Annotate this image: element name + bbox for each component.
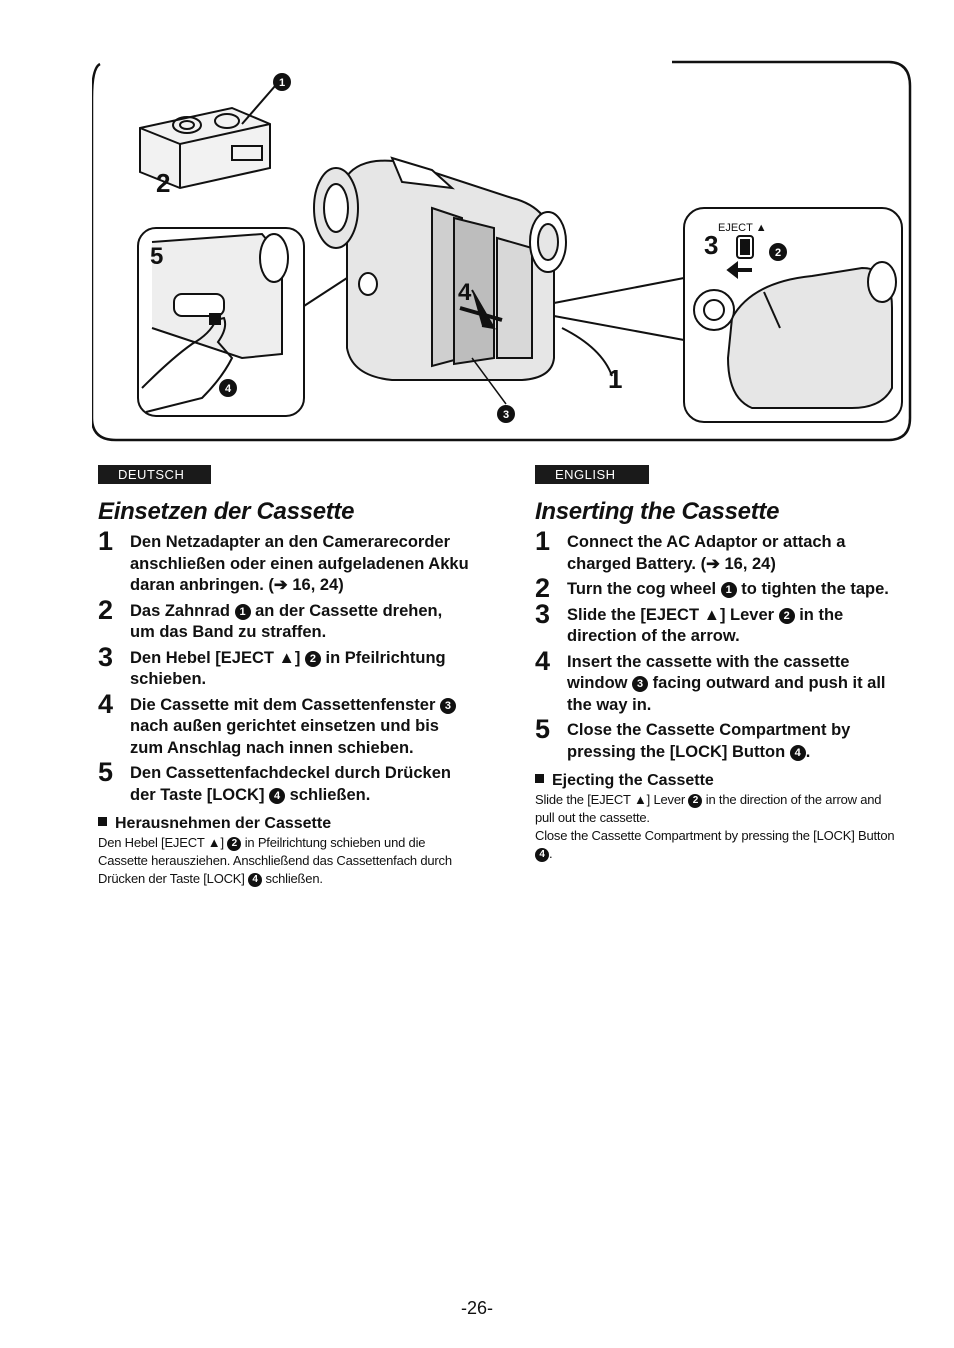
step-number: 4 <box>535 645 551 676</box>
figure-label-2: 2 <box>156 168 170 198</box>
marker-2: 2 <box>227 837 242 851</box>
deutsch-eject-note: Den Hebel [EJECT ▲] 2 in Pfeilrichtung s… <box>98 834 470 888</box>
deutsch-column: Einsetzen der Cassette 1 Den Netzadapter… <box>98 498 470 888</box>
text-run: schließen. <box>262 871 323 886</box>
cassette-insertion-illustration: 2 5 4 1 3 EJECT ▲ 1 2 3 4 <box>92 60 912 442</box>
step-number: 3 <box>535 598 551 629</box>
deutsch-step-4: 4 Die Cassette mit dem Cassettenfenster … <box>98 688 470 760</box>
marker-2: 2 <box>688 794 703 808</box>
english-tag: ENGLISH <box>535 465 649 484</box>
marker-1: 1 <box>234 603 251 620</box>
text-run: Connect the AC Adaptor or attach a charg… <box>567 533 846 573</box>
text-run: Insert the cassette with the cassette wi… <box>567 652 850 693</box>
marker-1: 1 <box>720 582 737 598</box>
text-run: Slide the [EJECT ▲] Lever <box>567 605 779 624</box>
step-number: 2 <box>535 573 551 603</box>
text-run: in Pfeilrichtung schieben. <box>130 648 446 689</box>
eject-lever-inset-drawing <box>693 235 897 409</box>
text-run: Den Hebel [EJECT ▲] <box>98 835 228 850</box>
bullet-square-icon <box>98 817 107 826</box>
english-eject-heading: Ejecting the Cassette <box>535 771 897 791</box>
text-run: Ejecting the Cassette <box>552 772 714 789</box>
step-text: Den Cassettenfachdeckel durch Drücken de… <box>130 763 470 806</box>
step-text: Slide the [EJECT ▲] Lever 2 in the direc… <box>567 605 897 648</box>
english-step-5: 5 Close the Cassette Compartment by pres… <box>535 714 897 763</box>
figure-marker-1: 1 <box>279 77 285 89</box>
text-run: . <box>805 742 811 761</box>
text-run: . <box>549 846 553 861</box>
step-number: 3 <box>98 641 114 672</box>
step-number: 5 <box>535 714 551 744</box>
step-text: Die Cassette mit dem Cassettenfenster 3 … <box>130 695 470 760</box>
deutsch-tag: DEUTSCH <box>98 465 211 484</box>
deutsch-title: Einsetzen der Cassette <box>98 498 355 525</box>
step-number: 1 <box>535 526 551 556</box>
step-number: 5 <box>98 757 114 787</box>
step-number: 4 <box>98 688 114 719</box>
step-text: Connect the AC Adaptor or attach a charg… <box>567 532 897 575</box>
figure-label-1: 1 <box>608 364 622 394</box>
step-number: 1 <box>98 526 114 556</box>
marker-2: 2 <box>778 607 795 624</box>
deutsch-step-1: 1 Den Netzadapter an den Camerarecorder … <box>98 526 470 597</box>
deutsch-step-3: 3 Den Hebel [EJECT ▲] 2 in Pfeilrichtung… <box>98 641 470 691</box>
step-text: Den Hebel [EJECT ▲] 2 in Pfeilrichtung s… <box>130 648 470 691</box>
text-run: Slide the [EJECT ▲] Lever <box>535 792 689 807</box>
camcorder-center-drawing <box>313 156 567 381</box>
page-number: -26- <box>460 1298 493 1318</box>
text-run: schließen. <box>285 785 371 804</box>
deutsch-step-2: 2 Das Zahnrad 1 an der Cassette drehen, … <box>98 594 470 644</box>
english-step-2: 2 Turn the cog wheel 1 to tighten the ta… <box>535 573 897 603</box>
marker-2: 2 <box>304 650 321 667</box>
figure-eject-label: EJECT ▲ <box>718 222 767 234</box>
english-title: Inserting the Cassette <box>535 498 780 525</box>
english-step-4: 4 Insert the cassette with the cassette … <box>535 645 897 717</box>
step-text: Insert the cassette with the cassette wi… <box>567 652 897 717</box>
english-eject-note: Slide the [EJECT ▲] Lever 2 in the direc… <box>535 791 897 863</box>
text-run: an der Cassette drehen, um das Band zu s… <box>130 601 443 642</box>
text-run: in Pfeilrichtung schieben und die Casset… <box>98 835 452 886</box>
figure-label-5: 5 <box>150 243 163 270</box>
figure-label-3: 3 <box>704 230 718 260</box>
step-text: Close the Cassette Compartment by pressi… <box>567 720 897 763</box>
text-run: Die Cassette mit dem Cassettenfenster <box>130 695 440 714</box>
text-run: Den Netzadapter an den Camerarecorder an… <box>130 533 469 594</box>
text-run: Close the Cassette Compartment by pressi… <box>567 721 851 761</box>
english-step-3: 3 Slide the [EJECT ▲] Lever 2 in the dir… <box>535 598 897 648</box>
figure-marker-2: 2 <box>775 247 781 259</box>
text-run: facing outward and push it all the way i… <box>567 674 886 714</box>
figure-label-4: 4 <box>458 279 472 306</box>
text-run: Turn the cog wheel <box>567 580 721 598</box>
text-run: Herausnehmen der Cassette <box>115 815 332 832</box>
marker-4: 4 <box>789 744 806 761</box>
deutsch-step-5: 5 Den Cassettenfachdeckel durch Drücken … <box>98 757 470 806</box>
lock-button-inset-drawing <box>141 232 289 413</box>
marker-4: 4 <box>269 787 286 804</box>
deutsch-eject-heading: Herausnehmen der Cassette <box>98 814 470 834</box>
marker-4: 4 <box>535 848 549 862</box>
figure-marker-3: 3 <box>503 409 509 421</box>
text-run: Den Cassettenfachdeckel durch Drücken de… <box>130 764 451 804</box>
step-text: Turn the cog wheel 1 to tighten the tape… <box>567 579 889 601</box>
step-number: 2 <box>98 594 114 625</box>
text-run: Das Zahnrad <box>130 601 235 620</box>
figure-marker-4: 4 <box>225 383 232 395</box>
marker-3: 3 <box>632 676 649 692</box>
marker-3: 3 <box>439 697 456 714</box>
text-run: in the direction of the arrow and pull o… <box>535 792 882 825</box>
text-run: Den Hebel [EJECT ▲] <box>130 648 305 667</box>
text-run: nach außen gerichtet einsetzen und bis z… <box>130 717 439 757</box>
marker-4: 4 <box>248 873 263 887</box>
step-text: Den Netzadapter an den Camerarecorder an… <box>130 532 470 597</box>
step-text: Das Zahnrad 1 an der Cassette drehen, um… <box>130 601 470 644</box>
text-run: to tighten the tape. <box>736 580 889 598</box>
text-run: Close the Cassette Compartment by pressi… <box>535 828 895 843</box>
text-run: in the direction of the arrow. <box>567 605 844 646</box>
bullet-square-icon <box>535 774 544 783</box>
english-step-1: 1 Connect the AC Adaptor or attach a cha… <box>535 526 897 575</box>
english-column: Inserting the Cassette 1 Connect the AC … <box>535 498 897 863</box>
